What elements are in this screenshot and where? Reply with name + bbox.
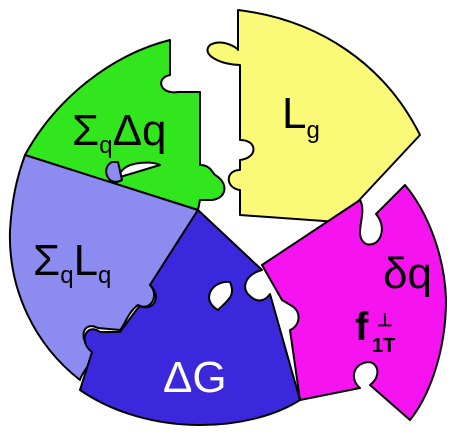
label-sub-q: q xyxy=(99,132,112,159)
label-sup-perp: ⊥ xyxy=(377,310,393,330)
label-gluon-spin: ΣqΔq xyxy=(72,106,166,159)
label-gluon-polarization: ΔG xyxy=(163,353,227,402)
label-sigma-2: Σ xyxy=(33,236,60,285)
label-L-q: L xyxy=(74,236,98,285)
label-sub-g: g xyxy=(306,117,319,144)
label-delta-q-small: δq xyxy=(383,249,432,298)
label-sub-q-2: q xyxy=(60,262,73,289)
label-transversity: δq xyxy=(383,249,432,298)
svg-text:ΣqΔq: ΣqΔq xyxy=(72,106,166,159)
label-sigma: Σ xyxy=(72,106,99,155)
label-delta-q: Δq xyxy=(113,106,167,155)
label-delta-G: ΔG xyxy=(163,353,227,402)
label-L: L xyxy=(282,89,306,138)
label-sub-1T: 1T xyxy=(372,335,395,357)
label-sub-q-3: q xyxy=(98,262,111,289)
label-f: f xyxy=(355,305,369,349)
